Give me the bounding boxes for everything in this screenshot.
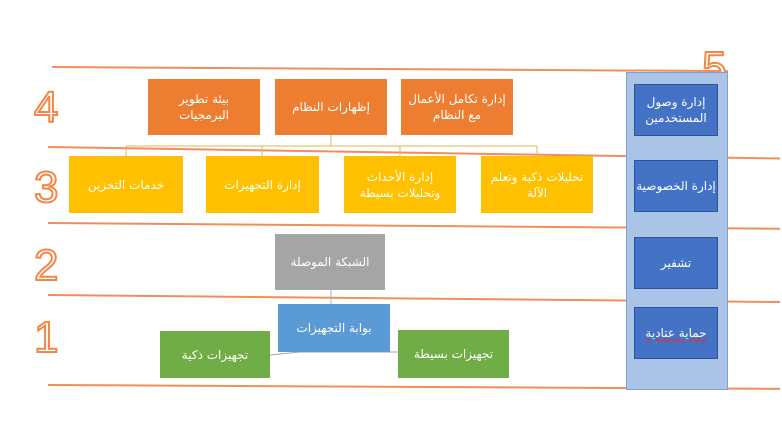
hardware-protection-label: حماية عتادية — [645, 326, 707, 340]
box-simple-devices: تجهيزات بسيطة — [398, 330, 509, 378]
box-device-gateway: بوابة التجهيزات — [278, 304, 390, 352]
layer-number-2: 2 — [33, 241, 60, 290]
box-smart-analytics: تحليلات ذكية وتعلم الآلة — [481, 156, 593, 213]
box-device-management: إدارة التجهيزات — [206, 156, 319, 213]
box-hardware-protection: حماية عتادية — [634, 307, 718, 359]
box-system-visualization: إظهارات النظام — [275, 79, 387, 135]
box-encryption: تشفير — [634, 237, 718, 289]
layer-number-1: 1 — [33, 313, 60, 362]
layer-number-4: 4 — [33, 83, 60, 132]
connector-smart-gateway — [269, 351, 301, 356]
box-smart-devices: تجهيزات ذكية — [160, 331, 270, 378]
box-business-integration: إدارة تكامل الأعمال مع النظام — [401, 79, 513, 135]
box-connected-network: الشبكة الموصلة — [275, 234, 385, 290]
box-storage-services: خدمات التخزين — [69, 156, 183, 213]
box-privacy-management: إدارة الخصوصية — [634, 160, 718, 212]
box-software-dev-env: بيئة تطوير البرمجيات — [148, 79, 260, 135]
box-event-management: إدارة الأحداث وتحليلات بسيطة — [344, 156, 456, 213]
layer-number-3: 3 — [33, 163, 60, 212]
box-user-access-management: إدارة وصول المستخدمين — [634, 84, 718, 136]
